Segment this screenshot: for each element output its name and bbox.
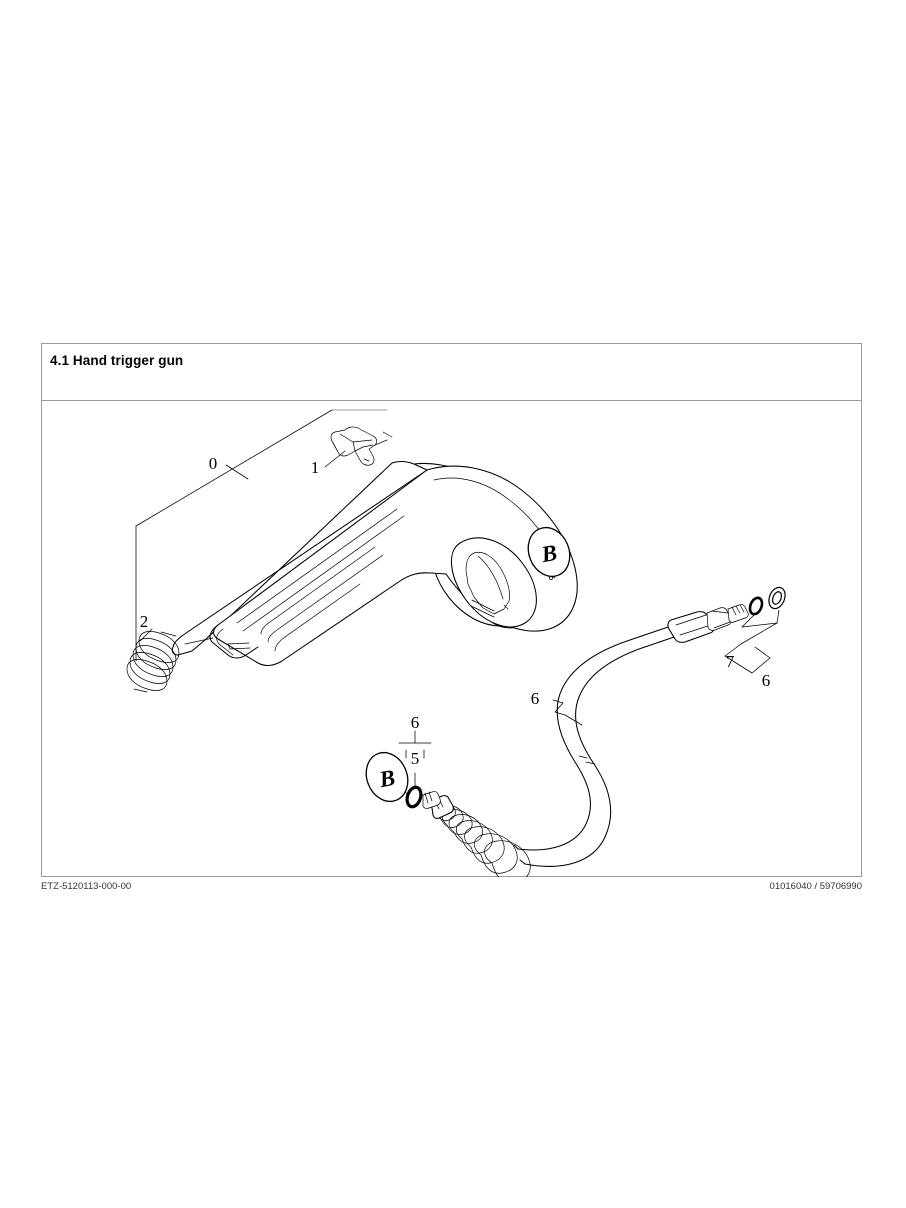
hose-fitting-upper xyxy=(667,604,749,643)
callout-2-leader xyxy=(139,628,153,642)
footer-drawing-number: ETZ-5120113-000-00 xyxy=(41,881,132,892)
badge-ellipse xyxy=(365,751,409,803)
badge-b-label-gun: B xyxy=(539,540,559,567)
part-5-o-ring xyxy=(405,785,423,809)
badge-b-gun: B xyxy=(527,526,571,579)
o-ring-large xyxy=(405,785,423,809)
panel-header: 4.1 Hand trigger gun xyxy=(42,344,861,401)
o-ring-small xyxy=(748,596,764,616)
callout-label-6-fitting: 6 xyxy=(762,671,771,690)
callout-label-5: 5 xyxy=(411,749,420,768)
diagram-canvas: B xyxy=(42,401,861,877)
callout-label-6-hose-end: 6 xyxy=(411,713,420,732)
part-1-retaining-clip xyxy=(330,426,393,466)
callout-5-6-bracket xyxy=(398,730,432,788)
diagram-panel: 4.1 Hand trigger gun xyxy=(41,343,862,877)
callout-label-1: 1 xyxy=(311,458,320,477)
part-7-seal-rings xyxy=(724,586,786,674)
sheet-footer: ETZ-5120113-000-00 01016040 / 59706990 xyxy=(41,881,862,897)
callout-label-7: 7 xyxy=(726,652,735,671)
footer-part-numbers: 01016040 / 59706990 xyxy=(769,881,862,892)
callout-label-2: 2 xyxy=(140,612,149,631)
hand-trigger-gun-body xyxy=(171,461,578,666)
callout-0-bracket xyxy=(135,409,388,662)
part-6-high-pressure-hose xyxy=(517,624,684,867)
hose-bend-relief xyxy=(413,791,531,877)
callout-label-0: 0 xyxy=(209,454,218,473)
page-title: 4.1 Hand trigger gun xyxy=(50,353,184,368)
hand-trigger-gun-illustration: B xyxy=(126,409,786,877)
badge-b-label-hose: B xyxy=(377,765,397,792)
callout-label-6-hose: 6 xyxy=(531,689,540,708)
badge-b-hose: B xyxy=(365,751,409,803)
badge-ellipse xyxy=(527,526,571,578)
part-2-compression-spring xyxy=(126,631,180,693)
backup-ring-inner xyxy=(771,591,783,605)
callout-6-hose-leader xyxy=(552,699,583,726)
